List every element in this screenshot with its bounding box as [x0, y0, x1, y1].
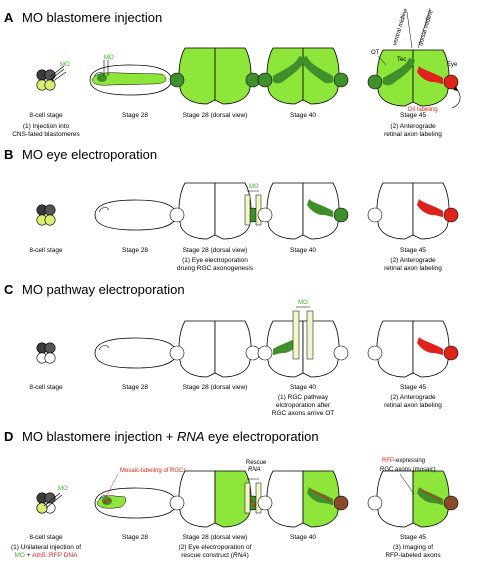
caption-line: elctroporation after	[276, 402, 331, 409]
stage-label: 8-cell stage	[29, 112, 63, 119]
tec-label: Tec	[397, 57, 406, 63]
caption-line: (1) Unilateral injection of	[11, 544, 81, 551]
caption-line: (2) Anterograde	[390, 394, 436, 401]
embryo-8cell	[36, 65, 67, 91]
stage-label: Stage 28	[122, 384, 148, 391]
stage-label: Stage 28 (dorsal view)	[183, 112, 248, 119]
dil-label: DiI labeling	[408, 107, 438, 113]
stage-label: 8-cell stage	[29, 534, 63, 541]
rescue-rna-label: RNA	[248, 467, 261, 473]
brain-stage40	[257, 470, 349, 528]
panel-b: B MO eye electroporation MO	[4, 147, 459, 272]
stage-label: Stage 28	[122, 247, 148, 254]
brain-stage40	[257, 182, 349, 240]
caption-line: (2) Eye electroporation of	[179, 544, 252, 551]
stage-label: Stage 40	[290, 384, 316, 391]
mo-label: MO	[249, 184, 259, 190]
brain-stage40	[257, 47, 349, 105]
mosaic-label: Mosaic-labeling of RGCs	[120, 468, 186, 474]
panel-letter: A	[4, 10, 14, 25]
panel-letter: D	[4, 429, 13, 444]
stage-label: Stage 40	[290, 112, 316, 119]
caption-line: MO + Ath5::RFP DNA	[15, 552, 79, 559]
stage-label: Stage 45	[400, 384, 426, 391]
caption-line: RGC axons arrive OT	[272, 410, 335, 417]
stage28-lateral	[94, 487, 178, 519]
stage28-lateral	[94, 199, 178, 231]
brain-stage45	[367, 49, 459, 107]
caption-line: (1) RGC pathway	[278, 394, 329, 401]
caption-line: (3) Imaging of	[393, 544, 433, 551]
mo-label: MO	[298, 300, 308, 306]
panel-letter: B	[4, 147, 13, 162]
panel-title: MO pathway electroporation	[22, 282, 185, 297]
embryo-8cell	[36, 204, 56, 226]
stage28-lateral	[94, 337, 178, 369]
caption-line: (2) Anterograde	[390, 257, 436, 264]
panel-a: A MO blastomere injection MO MO	[4, 7, 461, 138]
stage-label: Stage 28 (dorsal view)	[183, 247, 248, 254]
brain-stage40	[257, 306, 349, 378]
brain-dorsal	[169, 182, 262, 240]
stage-label: Stage 40	[290, 247, 316, 254]
caption-line: RFP-labeled axons	[385, 552, 441, 559]
stage-label: Stage 45	[400, 247, 426, 254]
mo-label-2: MO	[104, 55, 114, 61]
mo-label: MO	[60, 62, 70, 68]
mo-label: MO	[58, 486, 68, 492]
rescue-label: Rescue	[246, 460, 267, 466]
ventral-midline-label: ventral midline	[392, 7, 409, 46]
stage-label: Stage 28	[122, 112, 148, 119]
stage-label: Stage 28 (dorsal view)	[183, 384, 248, 391]
eye-label: Eye	[447, 62, 458, 68]
caption-line: rescue construct (RNA)	[181, 552, 249, 559]
stage-label: Stage 28 (dorsal view)	[183, 534, 248, 541]
panel-c: C MO pathway electroporation MO	[4, 282, 459, 417]
stage-label: 8-cell stage	[29, 384, 63, 391]
dorsal-midline-label: dorsal midline	[418, 9, 435, 47]
caption-line: (1) Eye electroporation	[182, 257, 248, 264]
brain-stage45	[367, 470, 459, 528]
panel-letter: C	[4, 282, 14, 297]
panel-d: D MO blastomere injection + RNA eye elec…	[4, 429, 459, 559]
panel-title: MO eye electroporation	[22, 147, 157, 162]
panel-title: MO blastomere injection	[22, 10, 162, 25]
stage28-lateral	[89, 60, 173, 96]
embryo-8cell	[36, 492, 63, 514]
caption-line: retinal axon labeling	[384, 131, 442, 138]
brain-dorsal-green	[169, 47, 261, 105]
caption-line: retinal axon labeling	[384, 265, 442, 272]
brain-dorsal	[169, 470, 262, 528]
embryo-8cell	[36, 342, 56, 364]
stage-label: Stage 45	[400, 534, 426, 541]
brain-stage45	[367, 182, 459, 240]
stage-label: Stage 40	[290, 534, 316, 541]
panel-title: MO blastomere injection + RNA eye electr…	[22, 429, 319, 444]
stage-label: Stage 45	[400, 112, 426, 119]
rgc-axons-label: RGC axons (mosaic)	[380, 467, 436, 473]
caption-line: retinal axon labeling	[384, 402, 442, 409]
brain-dorsal	[169, 320, 261, 378]
stage-label: Stage 28	[122, 534, 148, 541]
caption-line: (2) Anterograde	[390, 123, 436, 130]
caption-line: (1) Injection into	[23, 123, 70, 130]
brain-stage45	[367, 320, 459, 378]
rfp-label: RFP-expressing	[382, 458, 425, 464]
stage-label: 8-cell stage	[29, 247, 63, 254]
ot-label: OT	[371, 50, 380, 56]
caption-line: CNS-fated blastomeres	[12, 131, 80, 138]
caption-line: druing RGC axonogenesis	[177, 265, 254, 272]
